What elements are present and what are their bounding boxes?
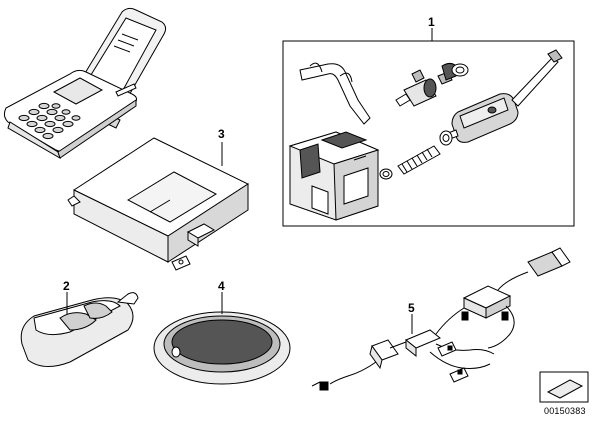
coolant-pump [396, 63, 458, 106]
hose-clamp-silencer [440, 131, 452, 145]
heater-unit [290, 132, 378, 220]
document-icon [540, 372, 588, 402]
hose-clamp-small [380, 169, 392, 179]
heater-kit-frame [283, 28, 574, 226]
callout-4: 4 [218, 279, 225, 293]
wiring-harness [312, 248, 570, 390]
callout-1: 1 [428, 15, 435, 29]
round-display-unit [154, 312, 290, 384]
callout-3: 3 [218, 127, 225, 141]
hose-clamp-top [452, 64, 468, 76]
bent-hose [300, 63, 370, 124]
callout-2: 2 [63, 279, 70, 293]
document-number: 00150383 [544, 406, 586, 416]
corrugated-hose [398, 146, 440, 174]
control-unit [68, 138, 248, 270]
mobile-phone [4, 8, 165, 158]
callout-5: 5 [408, 301, 415, 315]
remote-key-fob [21, 293, 138, 367]
